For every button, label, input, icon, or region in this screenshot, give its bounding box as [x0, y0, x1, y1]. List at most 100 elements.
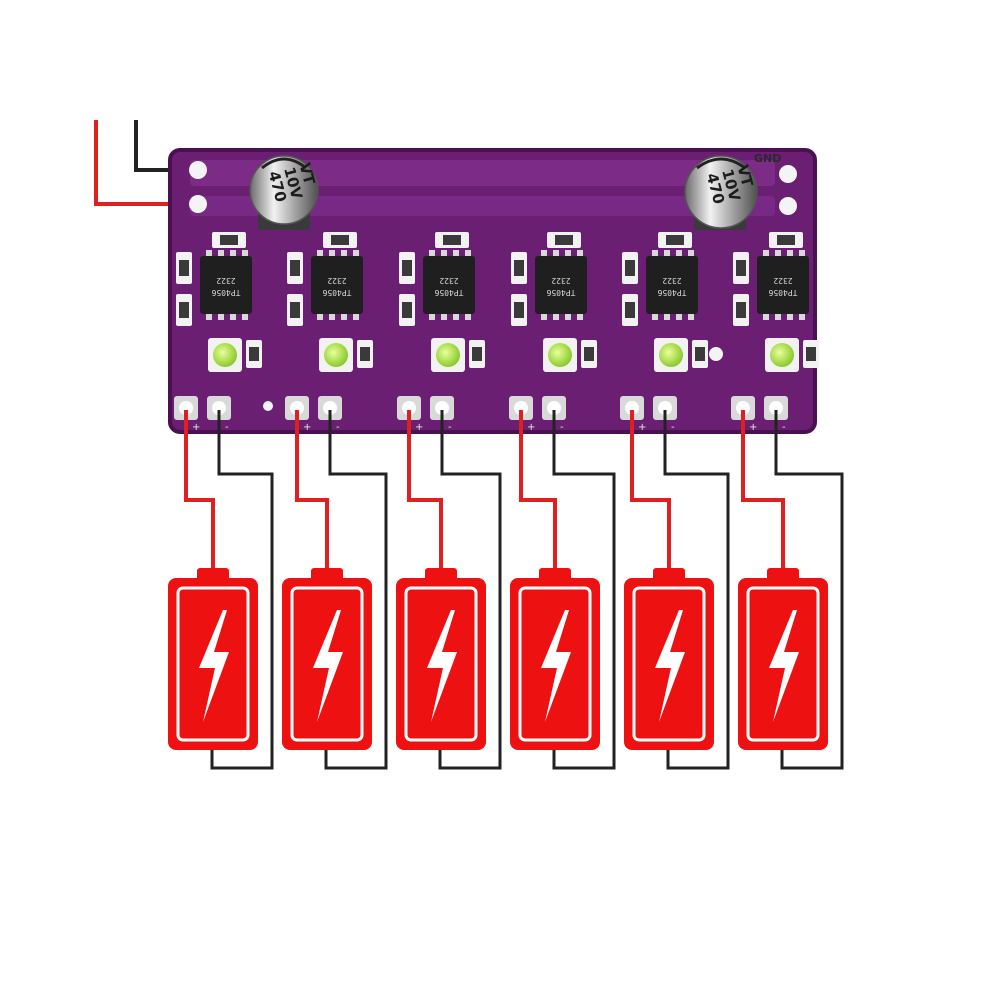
chip-label-line1: TP4056	[434, 288, 463, 297]
pcb-trace-second	[190, 196, 775, 216]
chip-label-line1: TP4056	[768, 288, 797, 297]
smd-resistor	[323, 232, 357, 248]
positive-wire	[407, 410, 443, 570]
smd-resistor	[769, 232, 803, 248]
smd-resistor	[287, 294, 303, 326]
lightning-bolt-icon	[199, 610, 229, 722]
capacitor-right-line3: VT	[734, 163, 757, 189]
pad-minus-label: -	[782, 422, 786, 433]
pad-plus-label: +	[749, 422, 757, 433]
battery-inner-outline	[290, 586, 364, 742]
chip-label-line2: 2322	[551, 276, 570, 285]
smd-resistor	[399, 294, 415, 326]
pad-plus-label: +	[303, 422, 311, 433]
output-pad-negative	[430, 396, 454, 420]
smd-resistor	[469, 340, 485, 368]
pcb-board: GND 470 10V VT 470 10V VT TP40562322+-TP…	[168, 148, 819, 434]
positive-wire	[295, 410, 329, 570]
chip-label-line2: 2322	[216, 276, 235, 285]
negative-wire	[663, 410, 730, 770]
pad-plus-label: +	[638, 422, 646, 433]
chip-label-line1: TP4056	[546, 288, 575, 297]
battery-1	[168, 568, 258, 750]
battery-6	[738, 568, 828, 750]
tp4056-chip: TP4056 2322	[423, 250, 475, 320]
output-pad-positive	[509, 396, 533, 420]
smd-resistor	[733, 252, 749, 284]
output-pad-negative	[318, 396, 342, 420]
input-positive-wire	[94, 120, 196, 206]
pad-minus-label: -	[225, 422, 229, 433]
gnd-label: GND	[754, 152, 781, 165]
pad-minus-label: -	[448, 422, 452, 433]
pad-minus-label: -	[336, 422, 340, 433]
battery-inner-outline	[746, 586, 820, 742]
pcb-trace-top	[190, 160, 775, 186]
capacitor-left: 470 10V VT	[249, 155, 319, 230]
pad-minus-label: -	[671, 422, 675, 433]
tp4056-chip: TP4056 2322	[200, 250, 252, 320]
lightning-bolt-icon	[541, 610, 571, 722]
lightning-bolt-icon	[769, 610, 799, 722]
mounting-hole-right	[709, 347, 723, 361]
smd-resistor	[692, 340, 708, 368]
output-pad-negative	[764, 396, 788, 420]
chip-label-line1: TP4056	[322, 288, 351, 297]
output-pad-negative	[207, 396, 231, 420]
smd-resistor	[246, 340, 262, 368]
chip-label-line1: TP4056	[211, 288, 240, 297]
charge-led	[765, 338, 799, 372]
smd-resistor	[581, 340, 597, 368]
battery-inner-outline	[518, 586, 592, 742]
smd-resistor	[733, 294, 749, 326]
smd-resistor	[658, 232, 692, 248]
output-pad-positive	[174, 396, 198, 420]
lightning-bolt-icon	[427, 610, 457, 722]
negative-wire	[774, 410, 844, 770]
battery-inner-outline	[404, 586, 478, 742]
positive-wire	[741, 410, 785, 570]
smd-resistor	[622, 252, 638, 284]
smd-resistor	[547, 232, 581, 248]
battery-5	[624, 568, 714, 750]
charge-led	[208, 338, 242, 372]
smd-resistor	[803, 340, 819, 368]
smd-resistor	[622, 294, 638, 326]
positive-wire	[184, 410, 215, 570]
smd-resistor	[435, 232, 469, 248]
charger-channel-4: TP4056 2322 + -	[509, 232, 597, 433]
smd-resistor	[287, 252, 303, 284]
tp4056-chip: TP4056 2322	[535, 250, 587, 320]
smd-resistor	[176, 252, 192, 284]
input-pad-negative	[189, 161, 207, 179]
battery-row	[168, 568, 828, 750]
smd-resistor	[357, 340, 373, 368]
charge-led	[654, 338, 688, 372]
gnd-pad-top	[779, 165, 797, 183]
chip-label-line2: 2322	[439, 276, 458, 285]
battery-2	[282, 568, 372, 750]
negative-wire	[438, 410, 502, 770]
battery-inner-outline	[176, 586, 250, 742]
battery-wires	[184, 410, 844, 770]
pad-plus-label: +	[527, 422, 535, 433]
battery-4	[510, 568, 600, 750]
output-pad-negative	[653, 396, 677, 420]
charger-channels: TP4056 2322 + - TP4056 2322 + - TP4056 2322 + - TP40…	[174, 232, 819, 433]
capacitor-right: 470 10V VT	[684, 155, 758, 230]
output-pad-positive	[731, 396, 755, 420]
charge-led	[543, 338, 577, 372]
output-pad-positive	[285, 396, 309, 420]
lightning-bolt-icon	[313, 610, 343, 722]
chip-label-line2: 2322	[773, 276, 792, 285]
gnd-pad-bottom	[779, 197, 797, 215]
pad-minus-label: -	[560, 422, 564, 433]
battery-inner-outline	[632, 586, 706, 742]
charge-led	[431, 338, 465, 372]
